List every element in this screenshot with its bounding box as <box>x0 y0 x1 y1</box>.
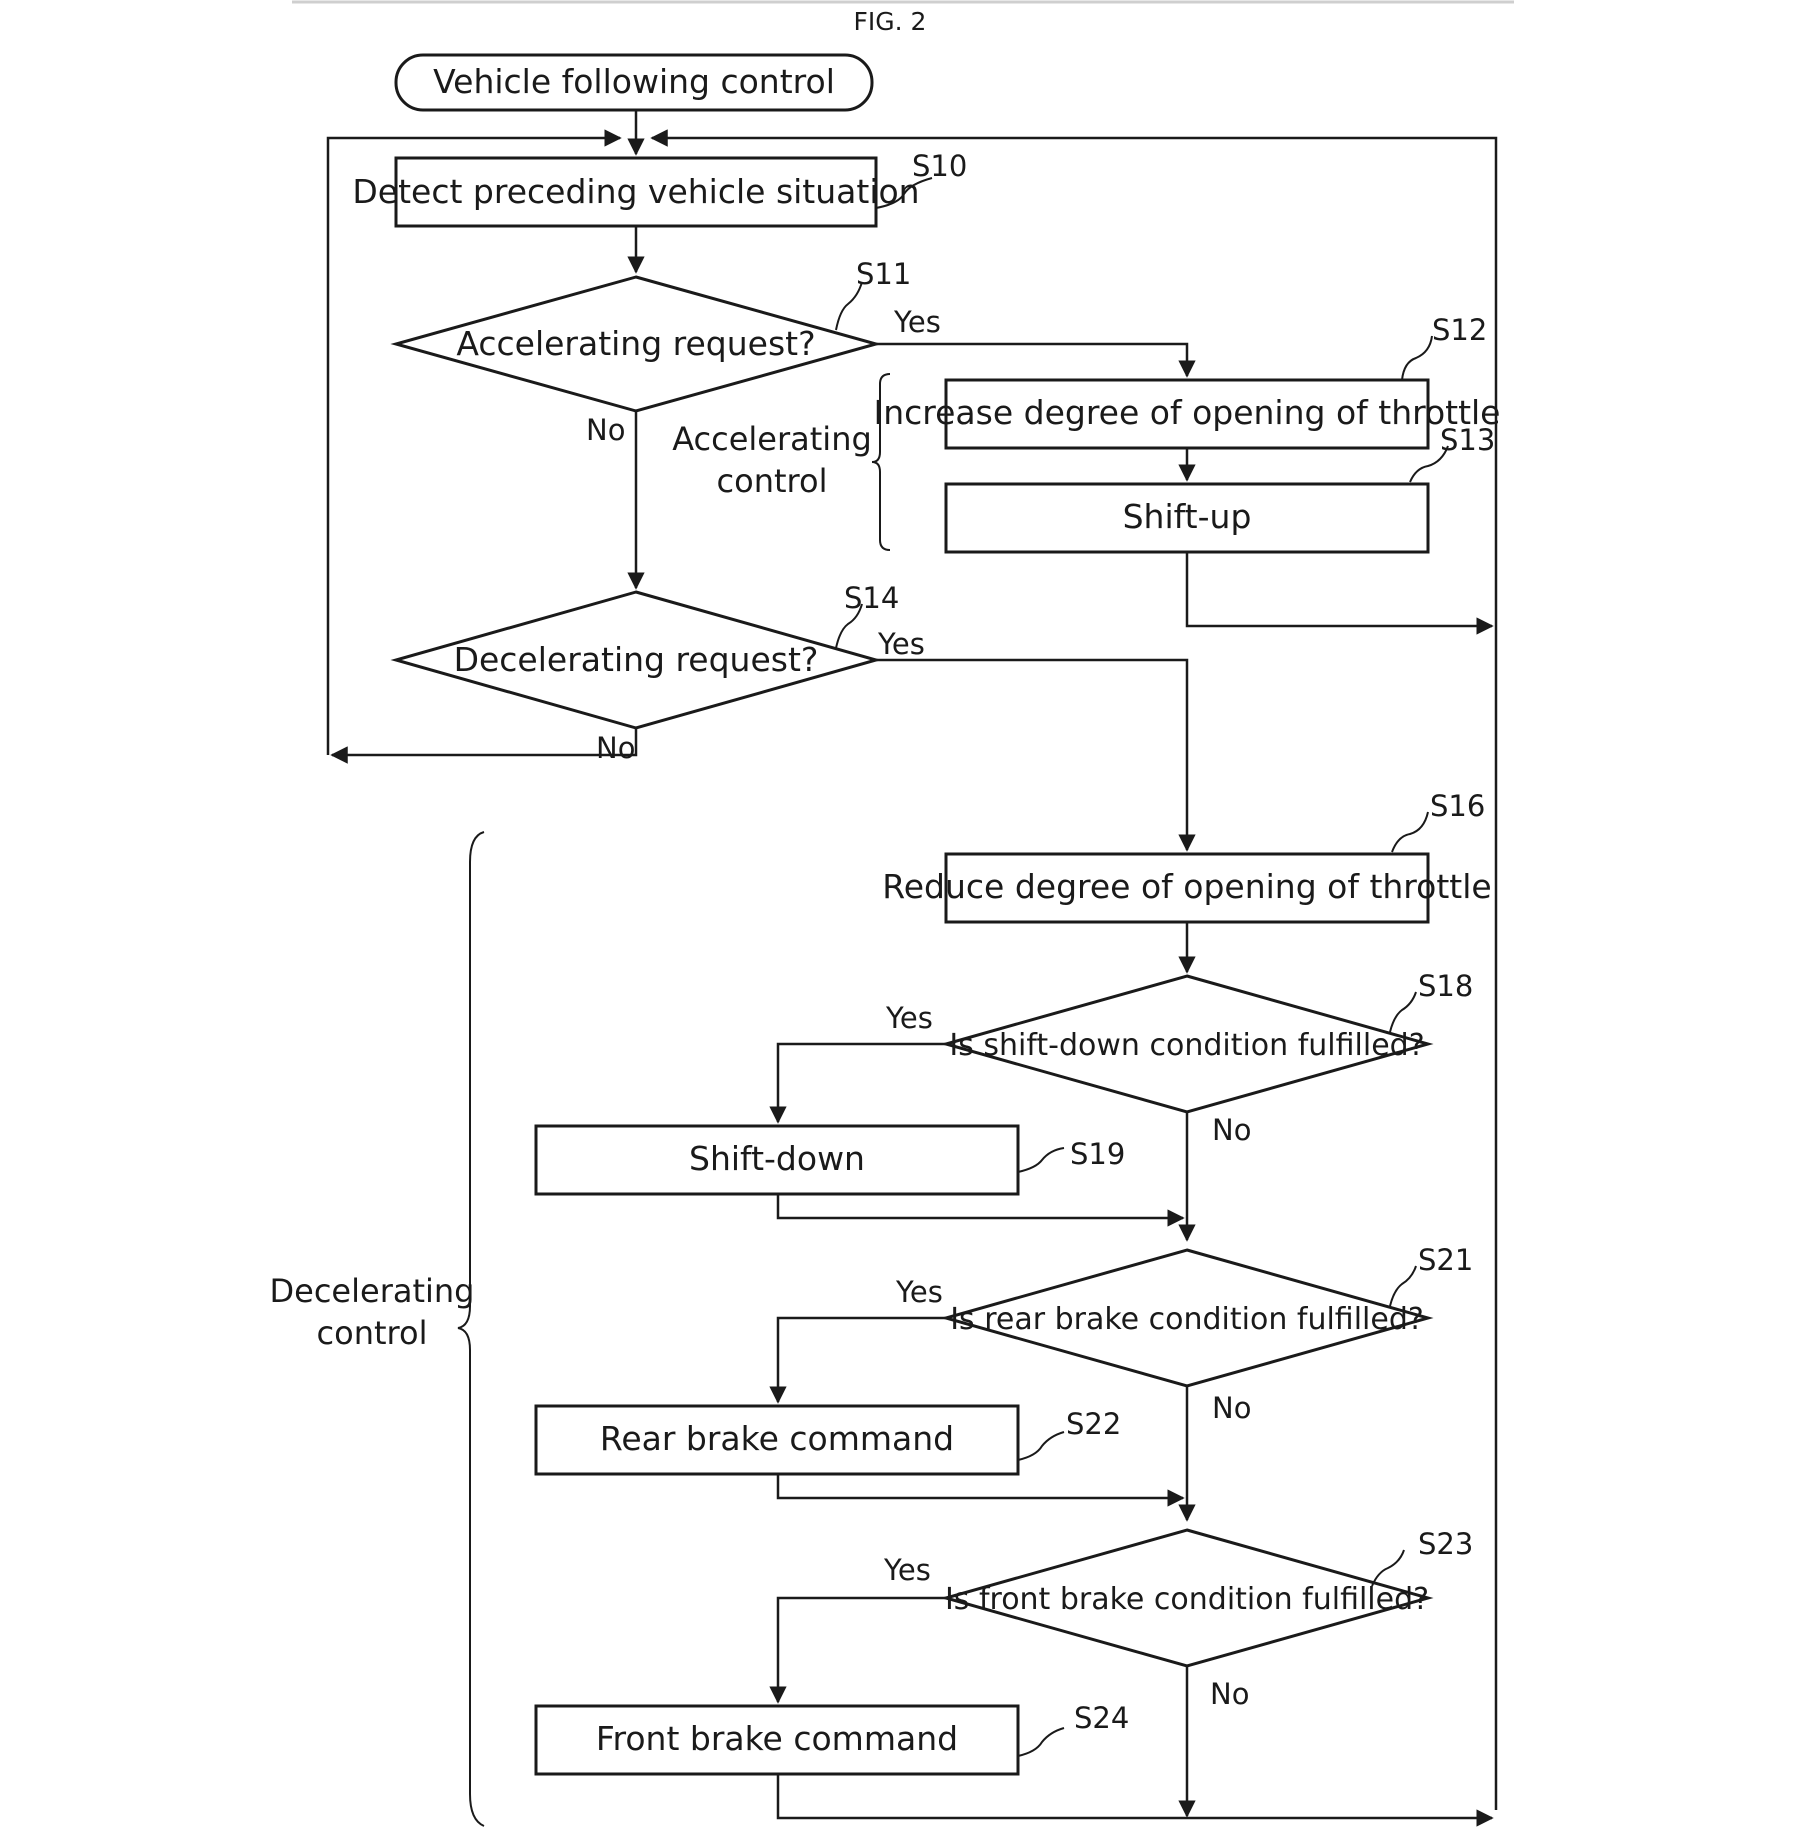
s10-box <box>394 156 878 228</box>
s14-no-label: No <box>596 731 635 765</box>
decelerating-group-line2: control <box>317 1314 428 1352</box>
s12-leader <box>1401 335 1433 381</box>
s14-yes-label: Yes <box>877 627 925 661</box>
start-label: Vehicle following control <box>433 62 835 101</box>
loop-left-return <box>326 129 622 755</box>
figure-label: FIG. 2 <box>854 7 927 36</box>
s11-no-label: No <box>586 413 625 447</box>
accelerating-bracket <box>871 373 891 551</box>
s24-label: Front brake command <box>596 1719 958 1758</box>
s19-leader <box>1017 1147 1065 1173</box>
s24-box <box>534 1704 1020 1776</box>
s16-box <box>944 852 1430 924</box>
s19-merge-arrow <box>776 1194 1185 1227</box>
s18-leader <box>1389 991 1417 1033</box>
s23-label: Is front brake condition fulfilled? <box>945 1582 1429 1617</box>
s22-label: Rear brake command <box>600 1419 954 1458</box>
start-terminator <box>394 53 874 112</box>
loop-right-return <box>650 129 1498 1810</box>
s18-yes-label: Yes <box>885 1001 933 1035</box>
s19-step-id: S19 <box>1070 1137 1125 1171</box>
s18-no-label: No <box>1212 1113 1251 1147</box>
s21-leader <box>1389 1265 1417 1307</box>
s22-step-id: S22 <box>1066 1407 1121 1441</box>
s18-label: Is shift-down condition fulfilled? <box>949 1028 1424 1063</box>
s19-box <box>534 1124 1020 1196</box>
s24-step-id: S24 <box>1074 1701 1129 1735</box>
s24-to-loop-arrow <box>776 1774 1494 1827</box>
s21-yes-label: Yes <box>895 1275 943 1309</box>
s10-label: Detect preceding vehicle situation <box>352 172 919 211</box>
s21-yes-arrow <box>769 1316 946 1404</box>
s12-step-id: S12 <box>1432 313 1487 347</box>
s23-no-label: No <box>1210 1677 1249 1711</box>
s18-yes-arrow <box>769 1042 946 1124</box>
s12-label: Increase degree of opening of throttle <box>874 393 1501 432</box>
s24-leader <box>1017 1727 1065 1757</box>
accelerating-group-line2: control <box>717 462 828 500</box>
s14-step-id: S14 <box>844 581 899 615</box>
s19-label: Shift-down <box>689 1139 865 1178</box>
s22-merge-arrow <box>776 1474 1185 1507</box>
s13-step-id: S13 <box>1440 423 1495 457</box>
s11-label: Accelerating request? <box>456 324 815 363</box>
s23-leader <box>1371 1549 1405 1587</box>
s13-leader <box>1409 445 1449 483</box>
s23-step-id: S23 <box>1418 1527 1473 1561</box>
s11-yes-arrow <box>876 342 1196 378</box>
s13-to-loop-arrow <box>1185 552 1494 635</box>
s21-label: Is rear brake condition fulfilled? <box>950 1302 1424 1337</box>
s11-leader <box>835 281 863 331</box>
decelerating-bracket <box>457 831 485 1827</box>
s10-step-id: S10 <box>912 149 967 183</box>
s16-leader <box>1391 811 1429 853</box>
s16-label: Reduce degree of opening of throttle <box>882 867 1491 906</box>
decelerating-group-line1: Decelerating <box>270 1272 475 1310</box>
s18-step-id: S18 <box>1418 969 1473 1003</box>
s14-leader <box>835 603 863 649</box>
s11-yes-label: Yes <box>893 305 941 339</box>
s14-label: Decelerating request? <box>454 640 819 679</box>
s10-leader <box>875 177 933 209</box>
s14-no-arrow <box>330 728 638 764</box>
s21-no-label: No <box>1212 1391 1251 1425</box>
s11-step-id: S11 <box>856 257 911 291</box>
s13-label: Shift-up <box>1123 497 1252 536</box>
s14-yes-arrow <box>876 658 1196 852</box>
s23-yes-label: Yes <box>883 1553 931 1587</box>
s21-step-id: S21 <box>1418 1243 1473 1277</box>
s16-step-id: S16 <box>1430 789 1485 823</box>
accelerating-group-line1: Accelerating <box>672 420 872 458</box>
s13-box <box>944 482 1430 554</box>
s22-box <box>534 1404 1020 1476</box>
s23-yes-arrow <box>769 1596 946 1704</box>
s22-leader <box>1017 1431 1065 1461</box>
